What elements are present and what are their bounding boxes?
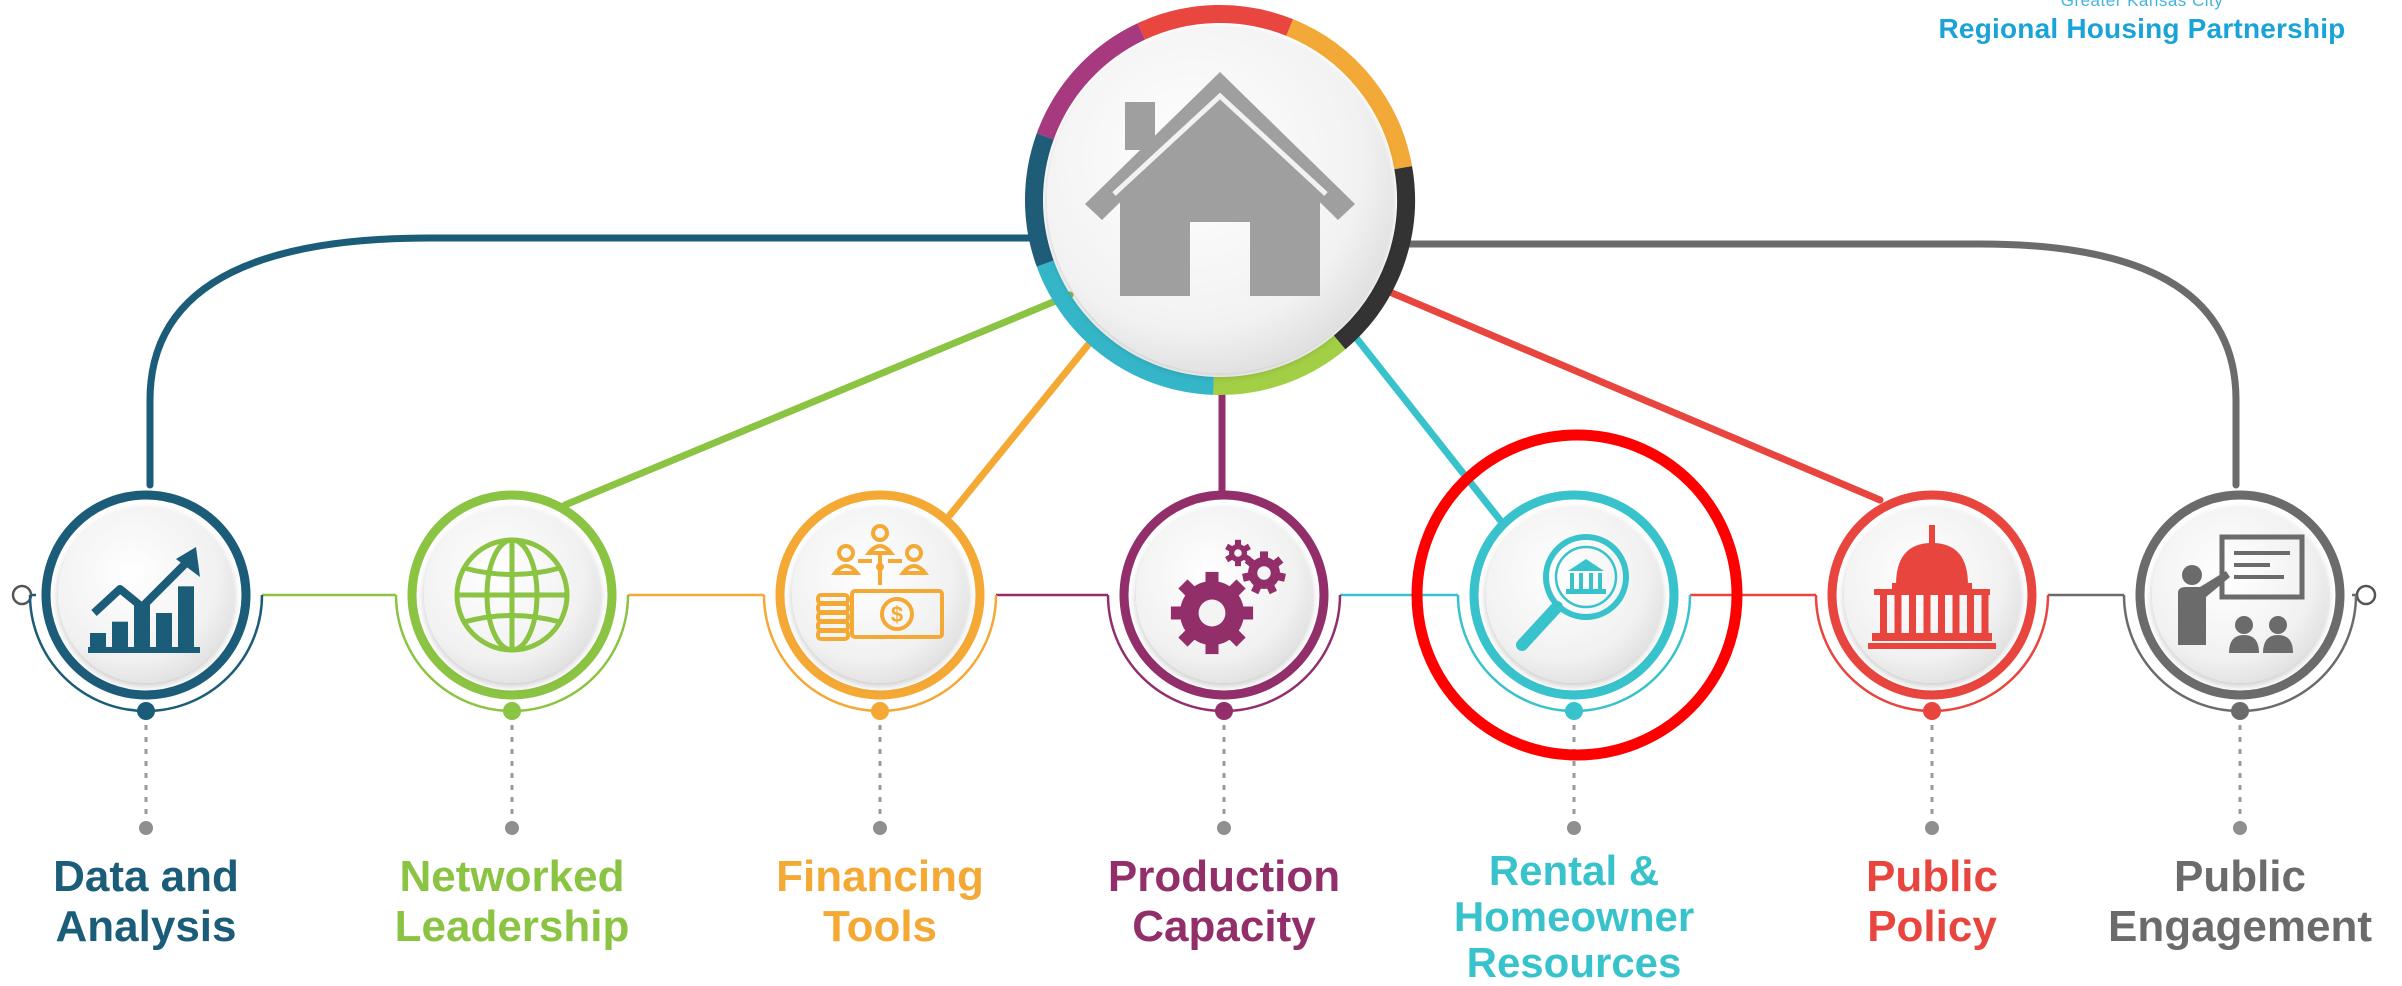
pillar-node-financing-tools[interactable] [780, 495, 980, 695]
pillar-1 [394, 490, 630, 835]
highlight-ring [1411, 429, 1743, 761]
pillar-label-public-engagement: Public Engagement [2107, 852, 2373, 951]
pillar-stem-dot-2 [873, 821, 887, 835]
pillar-4 [1456, 490, 1692, 835]
connector-5 [1381, 286, 1884, 504]
hub-ring-segment-1 [1137, 5, 1294, 40]
pillar-6 [2122, 490, 2358, 835]
pillar-stem-dot-4 [1567, 821, 1581, 835]
hub-ring-segment-5 [1036, 260, 1214, 395]
pillar-node-data-analysis[interactable] [46, 495, 246, 695]
bank-search-icon [1516, 534, 1629, 651]
baseline-track [11, 584, 2377, 606]
presentation-icon [2178, 534, 2305, 653]
pillar-label-networked-leadership: Networked Leadership [394, 852, 630, 951]
pillar-stem-dot-3 [1217, 821, 1231, 835]
pillar-anchor-dot-1 [503, 702, 521, 720]
pillar-stem-dot-1 [505, 821, 519, 835]
pillar-anchor-dot-4 [1565, 702, 1583, 720]
connector-public-engagement [1396, 240, 2240, 489]
connector-data-analysis [146, 234, 1044, 489]
hub-ring-segment-4 [1213, 335, 1346, 395]
capitol-icon [1868, 525, 1996, 649]
brand-subtitle: Greater Kansas City [2060, 0, 2224, 10]
gears-icon [1170, 539, 1286, 655]
brand-logo: Greater Kansas City Regional Housing Par… [1932, 0, 2352, 45]
pillar-node-production-capacity[interactable] [1124, 495, 1324, 695]
pillar-node-public-policy[interactable] [1832, 495, 2032, 695]
pillar-stem-dot-0 [139, 821, 153, 835]
pillar-2: $ [762, 490, 998, 835]
pillar-node-rental-homeowner-resources[interactable] [1474, 495, 1674, 695]
pillar-anchor-dot-2 [871, 702, 889, 720]
hub-node-button[interactable] [1025, 5, 1415, 395]
pillar-anchor-dot-6 [2231, 702, 2249, 720]
pillar-anchor-dot-5 [1923, 702, 1941, 720]
track-start-cap [11, 584, 33, 606]
hub-ring-segment-0 [1036, 23, 1146, 140]
pillar-anchor-dot-0 [137, 702, 155, 720]
pillar-3 [1106, 490, 1342, 835]
highlight-layer [1411, 429, 1743, 761]
central-hub [1024, 5, 1416, 395]
connector-4 [1346, 326, 1504, 524]
pillar-anchor-dot-3 [1215, 702, 1233, 720]
pillar-label-public-policy: Public Policy [1865, 852, 1999, 951]
pillar-0 [28, 490, 264, 835]
globe-icon [454, 537, 570, 653]
pillar-5 [1814, 490, 2050, 835]
svg-text:$: $ [891, 602, 903, 627]
pillar-stem-dot-5 [1925, 821, 1939, 835]
money-people-icon: $ [816, 524, 944, 641]
track-end-cap [2355, 584, 2377, 606]
connector-lines [146, 234, 2240, 524]
pillar-nodes: $ [28, 490, 2358, 835]
hub-ring-segment-2 [1286, 19, 1413, 170]
house-icon [1085, 72, 1355, 296]
growth-chart-icon [88, 547, 200, 653]
brand-title: Regional Housing Partnership [1938, 13, 2346, 44]
hub-ring-segment-6 [1024, 133, 1054, 267]
pillar-node-public-engagement[interactable] [2140, 495, 2340, 695]
connector-2 [946, 336, 1096, 519]
pillar-label-rental-homeowner-resources: Rental & Homeowner Resources [1453, 847, 1695, 986]
pillar-label-financing-tools: Financing Tools [776, 852, 984, 951]
pillar-label-production-capacity: Production Capacity [1107, 852, 1341, 951]
pillar-node-networked-leadership[interactable] [412, 495, 612, 695]
hub-ring-segment-3 [1333, 166, 1416, 350]
connector-1 [561, 291, 1074, 509]
pillar-stem-dot-6 [2233, 821, 2247, 835]
pillar-label-data-analysis: Data and Analysis [53, 852, 239, 951]
